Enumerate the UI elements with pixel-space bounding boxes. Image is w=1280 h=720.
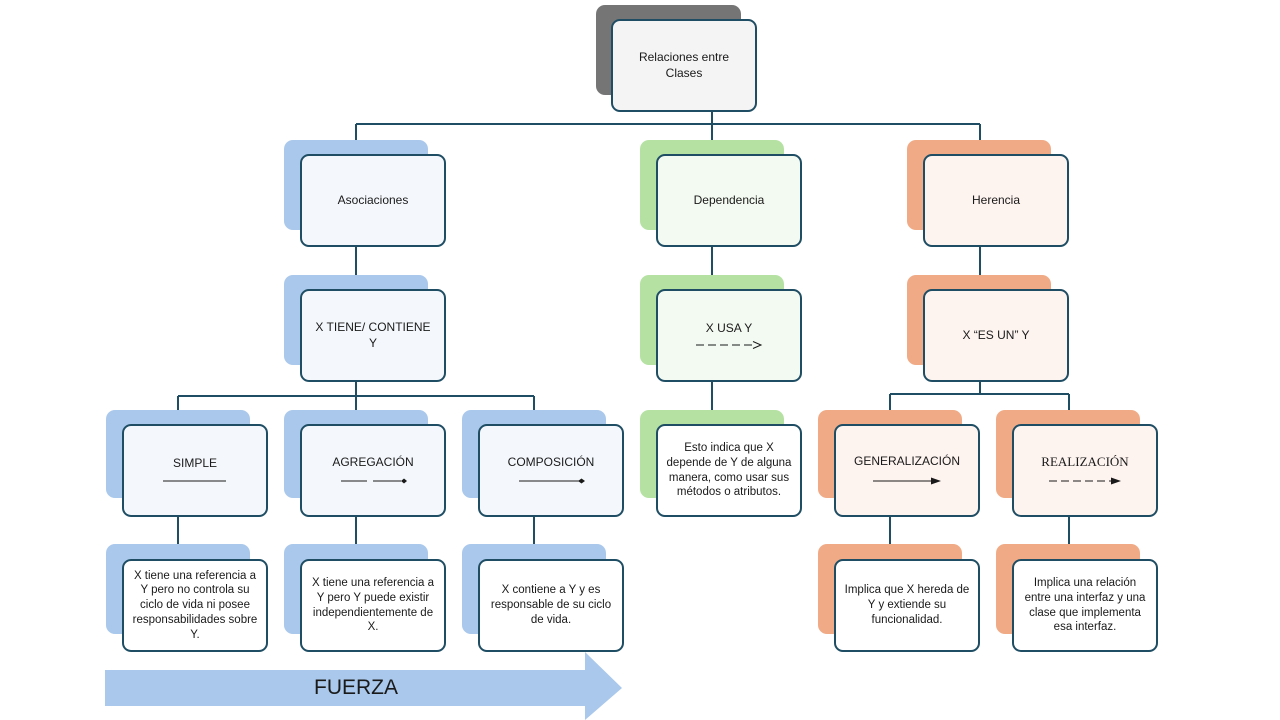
root-label: Relaciones entre Clases	[638, 49, 730, 80]
generalizacion-label: GENERALIZACIÓN	[853, 453, 961, 468]
asociaciones-label: Asociaciones	[337, 192, 409, 207]
simple-association-line-icon	[163, 480, 226, 482]
root-node: Relaciones entre Clases	[611, 19, 757, 112]
herencia-label: Herencia	[971, 192, 1021, 207]
simple-label: SIMPLE	[172, 455, 217, 470]
realizacion-label: REALIZACIÓN	[1041, 454, 1129, 470]
asociaciones-relation-label: X TIENE/ CONTIENE Y	[315, 319, 431, 350]
generalizacion-node: GENERALIZACIÓN	[834, 424, 980, 517]
generalization-arrow-icon	[873, 477, 941, 485]
agregacion-desc: X tiene una referencia a Y pero Y puede …	[311, 577, 435, 634]
realization-dashed-arrow-icon	[1049, 477, 1121, 485]
dependencia-relation-node: X USA Y	[656, 289, 802, 382]
simple-desc: X tiene una referencia a Y pero no contr…	[132, 569, 258, 641]
simple-node: SIMPLE	[122, 424, 268, 517]
herencia-node: Herencia	[923, 154, 1069, 247]
asociaciones-node: Asociaciones	[300, 154, 446, 247]
asociaciones-relation-node: X TIENE/ CONTIENE Y	[300, 289, 446, 382]
composicion-desc-node: X contiene a Y y es responsable de su ci…	[478, 559, 624, 652]
fuerza-label: FUERZA	[314, 676, 398, 699]
dependency-dashed-arrow-icon	[696, 341, 763, 350]
fuerza-arrow	[105, 652, 622, 720]
dependencia-relation-label: X USA Y	[705, 320, 753, 335]
dependencia-label: Dependencia	[693, 192, 765, 207]
agregacion-desc-node: X tiene una referencia a Y pero Y puede …	[300, 559, 446, 652]
generalizacion-desc: Implica que X hereda de Y y extiende su …	[844, 584, 970, 626]
simple-desc-node: X tiene una referencia a Y pero no contr…	[122, 559, 268, 652]
herencia-relation-node: X “ES UN” Y	[923, 289, 1069, 382]
composicion-node: COMPOSICIÓN	[478, 424, 624, 517]
dependencia-desc: Esto indica que X depende de Y de alguna…	[666, 442, 792, 499]
root-to-branches-connector	[355, 112, 981, 154]
agregacion-label: AGREGACIÓN	[332, 454, 414, 469]
aggregation-diamond-arrow-icon	[341, 478, 407, 484]
realizacion-desc: Implica una relación entre una interfaz …	[1024, 577, 1146, 634]
composition-diamond-arrow-icon	[519, 478, 585, 484]
herencia-relation-to-types-connector	[889, 382, 1070, 424]
generalizacion-desc-node: Implica que X hereda de Y y extiende su …	[834, 559, 980, 652]
herencia-relation-label: X “ES UN” Y	[962, 327, 1030, 342]
dependencia-node: Dependencia	[656, 154, 802, 247]
agregacion-node: AGREGACIÓN	[300, 424, 446, 517]
realizacion-node: REALIZACIÓN	[1012, 424, 1158, 517]
realizacion-desc-node: Implica una relación entre una interfaz …	[1012, 559, 1158, 652]
composicion-label: COMPOSICIÓN	[507, 454, 595, 469]
dependencia-desc-node: Esto indica que X depende de Y de alguna…	[656, 424, 802, 517]
composicion-desc: X contiene a Y y es responsable de su ci…	[490, 584, 612, 626]
